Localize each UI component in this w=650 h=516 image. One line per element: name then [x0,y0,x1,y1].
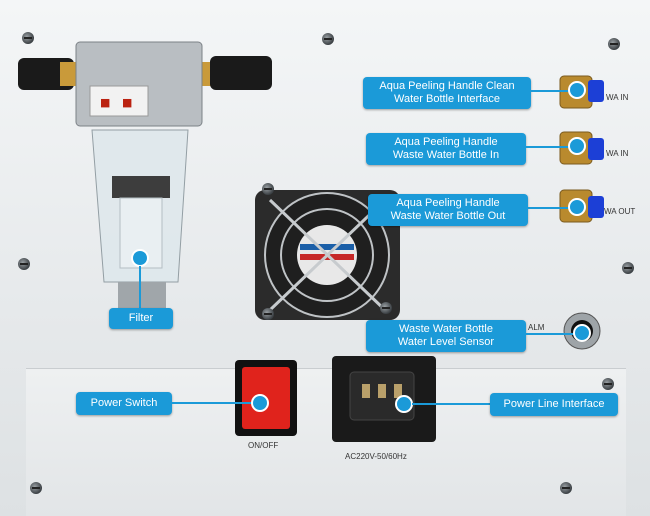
port-label-wa-in: WA IN [606,93,629,102]
leader-line [526,146,569,148]
callout-filter: Filter [109,308,173,329]
leader-line [528,207,569,209]
callout-line: Water Bottle Interface [394,93,500,105]
cooling-fan [255,190,400,320]
callout-water-level-sensor: Waste Water Bottle Water Level Sensor [366,320,526,352]
screw [22,32,34,44]
leader-line [526,333,574,335]
callout-line: Waste Water Bottle Out [390,210,506,222]
port-label-wa-out: WA OUT [604,207,636,216]
port-label-wa-in: WA IN [606,149,629,158]
marker-dot [568,137,586,155]
leader-line [412,403,490,405]
callout-line: Waste Water Bottle In [392,149,500,161]
svg-text:■: ■ [100,96,110,109]
leader-line [139,266,141,308]
marker-dot [568,198,586,216]
screw [262,183,274,195]
marker-dot [395,395,413,413]
screw [262,308,274,320]
screw [560,482,572,494]
callout-line: Aqua Peeling Handle [396,197,500,209]
power-inlet-hardware [332,356,436,442]
callout-line: Water Level Sensor [397,336,495,348]
leader-line [172,402,252,404]
screw [322,33,334,45]
screw [622,262,634,274]
marker-dot [573,324,591,342]
marker-dot [568,81,586,99]
callout-waste-water-out: Aqua Peeling Handle Waste Water Bottle O… [368,194,528,226]
screw [18,258,30,270]
svg-text:■: ■ [122,96,132,109]
switch-print: ON/OFF [248,441,279,450]
screw [30,482,42,494]
callout-waste-water-in: Aqua Peeling Handle Waste Water Bottle I… [366,133,526,165]
filter-assembly: ■ ■ [18,41,272,308]
screw [380,302,392,314]
callout-power-switch: Power Switch [76,392,172,415]
marker-dot [251,394,269,412]
callout-line: Waste Water Bottle [399,323,493,335]
callout-line: Aqua Peeling Handle [394,136,498,148]
screw [602,378,614,390]
callout-clean-water-interface: Aqua Peeling Handle Clean Water Bottle I… [363,77,531,109]
callout-line: Aqua Peeling Handle Clean [379,80,515,92]
port-label-alm: ALM [528,323,545,332]
callout-power-line-interface: Power Line Interface [490,393,618,416]
leader-line [531,90,569,92]
screw [608,38,620,50]
marker-dot [131,249,149,267]
voltage-print: AC220V-50/60Hz [345,452,407,461]
